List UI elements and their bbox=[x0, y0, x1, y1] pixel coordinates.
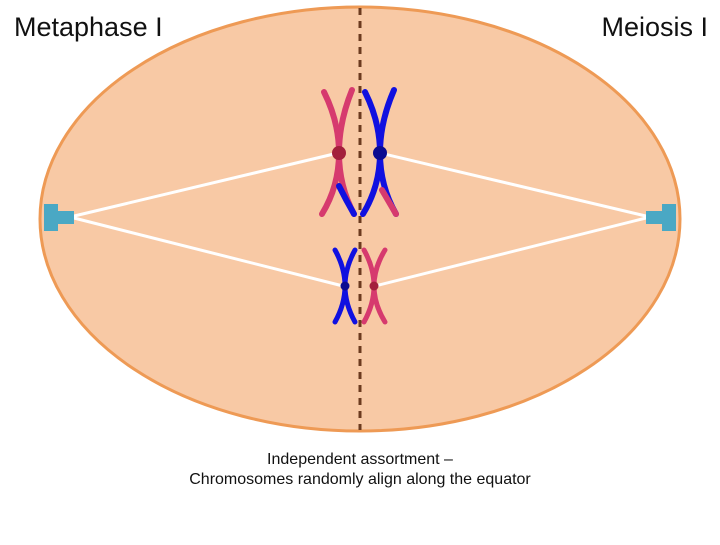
chromosome-paternal-lower bbox=[332, 247, 358, 325]
centromere-paternal-upper bbox=[373, 146, 387, 160]
spindle-fiber-right-upper bbox=[379, 151, 651, 219]
diagram-caption: Independent assortment – Chromosomes ran… bbox=[120, 450, 600, 490]
centrosome-icon bbox=[44, 204, 74, 231]
spindle-fibers bbox=[69, 151, 651, 288]
centromere-maternal-lower bbox=[369, 281, 379, 291]
chromosome-maternal-lower bbox=[361, 247, 388, 325]
centromere-paternal-lower bbox=[340, 281, 350, 291]
crossover-segment-paternal bbox=[379, 187, 399, 217]
centrosome-icon bbox=[646, 204, 676, 231]
spindle-fiber-left-upper bbox=[69, 151, 339, 219]
centromere-maternal-upper bbox=[332, 146, 346, 160]
phase-title: Metaphase I bbox=[14, 12, 163, 42]
homologous-pair-upper bbox=[319, 87, 399, 217]
homologous-pair-lower bbox=[332, 247, 388, 325]
process-title: Meiosis I bbox=[601, 12, 708, 42]
caption-line-2: Chromosomes randomly align along the equ… bbox=[189, 471, 531, 488]
spindle-fiber-left-lower bbox=[69, 215, 344, 288]
crossover-segment-maternal bbox=[336, 183, 357, 217]
spindle-fiber-right-lower bbox=[374, 215, 651, 288]
caption-line-1: Independent assortment – bbox=[267, 451, 453, 468]
